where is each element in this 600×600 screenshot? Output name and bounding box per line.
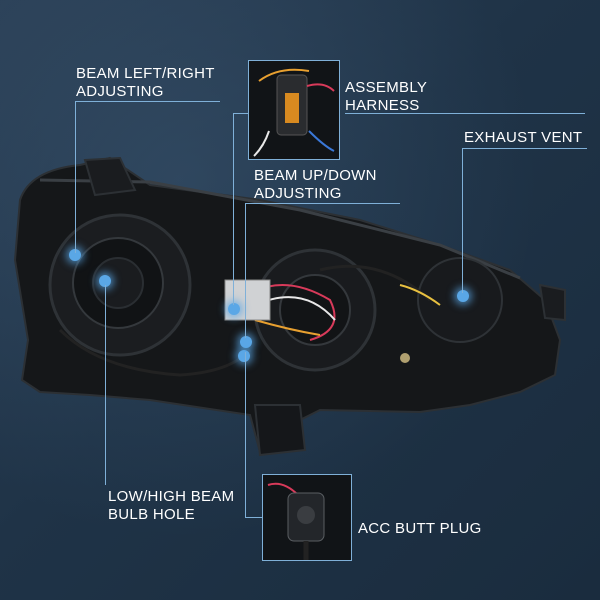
butt-plug-inset — [262, 474, 352, 561]
assembly-label-underline — [345, 113, 585, 114]
acc-butt-plug-label: ACC BUTT PLUG — [358, 520, 482, 538]
beam-ud-label: BEAM UP/DOWN ADJUSTING — [254, 167, 377, 203]
beam-ud-indicator-dot — [240, 336, 252, 348]
assembly-leader-horizontal — [233, 113, 248, 114]
bulb-hole-label-line1: LOW/HIGH BEAM — [108, 488, 235, 505]
exhaust-vent-label: EXHAUST VENT — [464, 129, 582, 147]
beam-lr-label-line1: BEAM LEFT/RIGHT — [76, 65, 215, 82]
exhaust-leader-horizontal — [462, 148, 587, 149]
assembly-harness-label: ASSEMBLY HARNESS — [345, 79, 427, 115]
beam-lr-leader-vertical — [75, 101, 76, 253]
exhaust-label-line1: EXHAUST VENT — [464, 129, 583, 146]
assembly-leader-vertical — [233, 113, 234, 305]
beam-lr-leader-horizontal — [75, 101, 220, 102]
bulb-hole-leader-vertical — [105, 285, 106, 485]
beam-ud-leader-horizontal — [245, 203, 400, 204]
bulb-hole-label-line2: BULB HOLE — [108, 506, 195, 523]
bulb-hole-indicator-dot — [99, 275, 111, 287]
assembly-label-line1: ASSEMBLY — [345, 79, 428, 96]
beam-ud-label-line2: ADJUSTING — [254, 185, 342, 202]
assembly-label-line2: HARNESS — [345, 97, 420, 114]
butt-plug-leader-horizontal — [245, 517, 262, 518]
beam-lr-label: BEAM LEFT/RIGHT ADJUSTING — [76, 65, 215, 101]
exhaust-vent-indicator-dot — [457, 290, 469, 302]
assembly-harness-indicator-dot — [228, 303, 240, 315]
exhaust-leader-vertical — [462, 148, 463, 293]
beam-ud-label-line1: BEAM UP/DOWN — [254, 167, 377, 184]
beam-lr-indicator-dot — [69, 249, 81, 261]
harness-connector-inset — [248, 60, 340, 160]
acc-plug-label-line1: ACC BUTT PLUG — [358, 520, 482, 537]
butt-plug-indicator-dot — [238, 350, 250, 362]
bulb-hole-label: LOW/HIGH BEAM BULB HOLE — [108, 488, 234, 524]
butt-plug-leader-vertical — [245, 352, 246, 517]
beam-lr-label-line2: ADJUSTING — [76, 83, 164, 100]
beam-ud-leader-vertical — [245, 203, 246, 338]
